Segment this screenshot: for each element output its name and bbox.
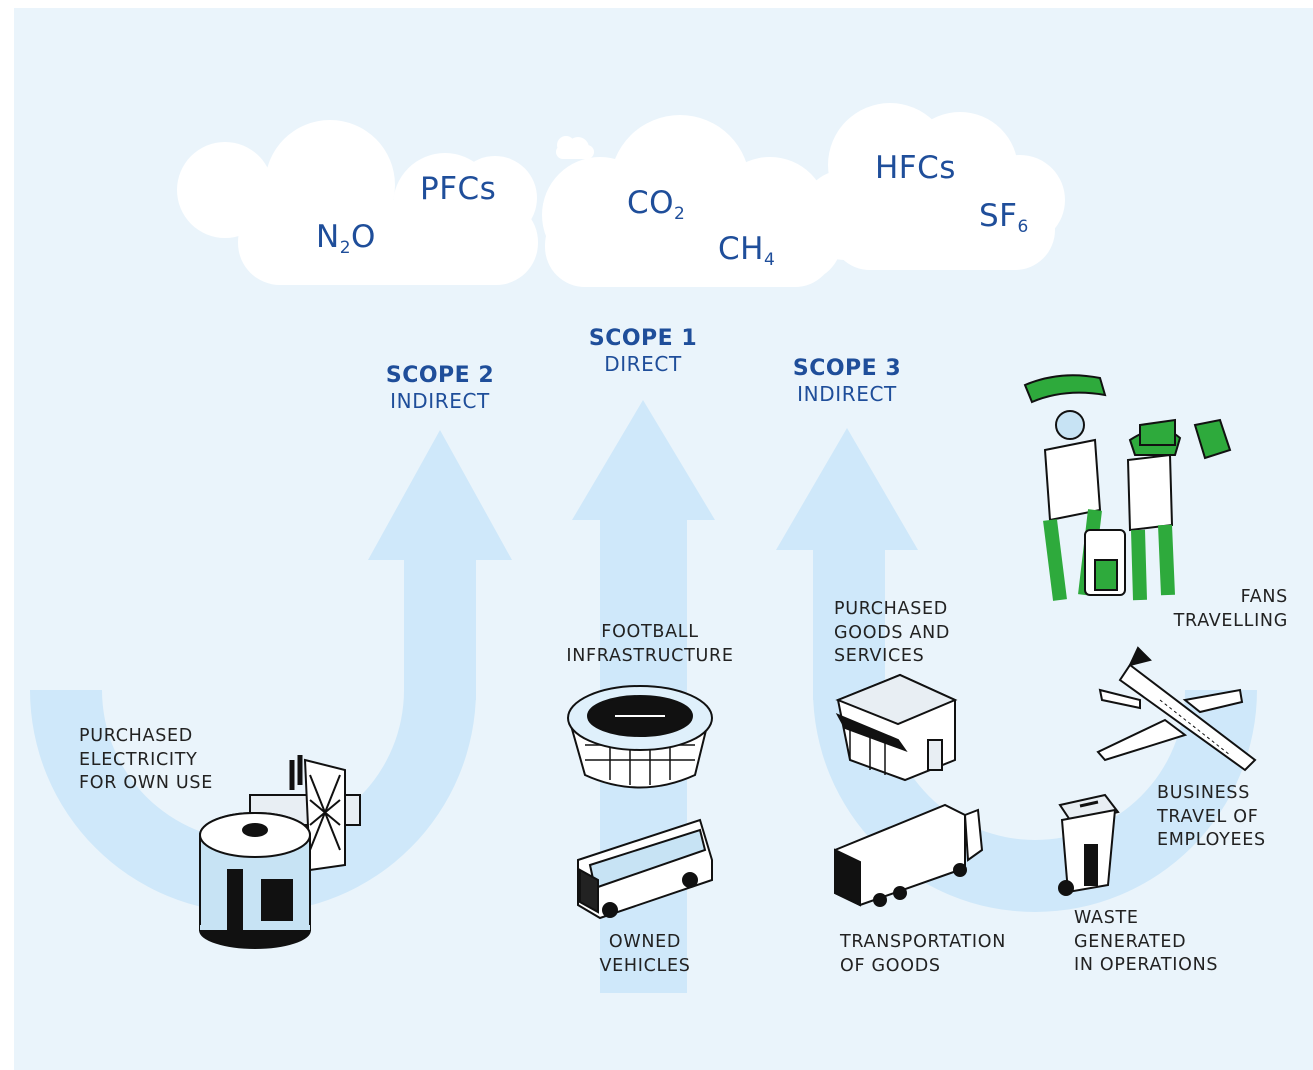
scope-2-heading: SCOPE 2 INDIRECT [360, 363, 520, 413]
label-owned-vehicles: OWNED VEHICLES [599, 932, 691, 976]
scope-1-title: SCOPE 1 [588, 326, 698, 351]
cloud-small [556, 136, 594, 159]
truck-icon [834, 803, 984, 907]
label-football-infrastructure: FOOTBALL INFRASTRUCTURE [566, 622, 734, 666]
scope-3-heading: SCOPE 3 INDIRECT [767, 356, 927, 406]
gas-hfcs: HFCs [875, 150, 956, 186]
power-plant-icon [199, 755, 361, 949]
label-purchased-goods: PURCHASED GOODS AND SERVICES [834, 599, 951, 666]
bus-icon [577, 818, 713, 920]
gas-pfcs: PFCs [420, 171, 497, 207]
cloud-left [177, 120, 538, 285]
label-transportation-goods: TRANSPORTATION OF GOODS [840, 932, 1006, 976]
gas-n2o: N2O [316, 219, 376, 258]
scope-2-title: SCOPE 2 [385, 363, 495, 388]
label-waste: WASTE GENERATED IN OPERATIONS [1074, 908, 1219, 975]
arrow-scope2 [30, 430, 512, 913]
stadium-icon [567, 685, 713, 789]
scope-1-subtitle: DIRECT [604, 352, 682, 376]
gas-co2: CO2 [627, 185, 686, 224]
airplane-icon [1096, 646, 1257, 772]
label-fans-travelling: FANS TRAVELLING [1173, 587, 1288, 631]
shop-icon [835, 673, 958, 782]
gas-sf6: SF6 [979, 198, 1029, 237]
scope-1-heading: SCOPE 1 DIRECT [563, 326, 723, 376]
gas-ch4: CH4 [718, 231, 776, 270]
scope-3-title: SCOPE 3 [792, 356, 902, 381]
label-purchased-electricity: PURCHASED ELECTRICITY FOR OWN USE [79, 726, 213, 793]
waste-bin-icon [1058, 793, 1120, 896]
cloud-middle [542, 115, 842, 287]
scope-2-subtitle: INDIRECT [390, 389, 490, 413]
cloud-group [177, 103, 1065, 287]
label-business-travel: BUSINESS TRAVEL OF EMPLOYEES [1157, 783, 1266, 850]
fans-icon [1023, 374, 1232, 601]
cloud-right [800, 103, 1065, 270]
scope-3-subtitle: INDIRECT [797, 382, 897, 406]
